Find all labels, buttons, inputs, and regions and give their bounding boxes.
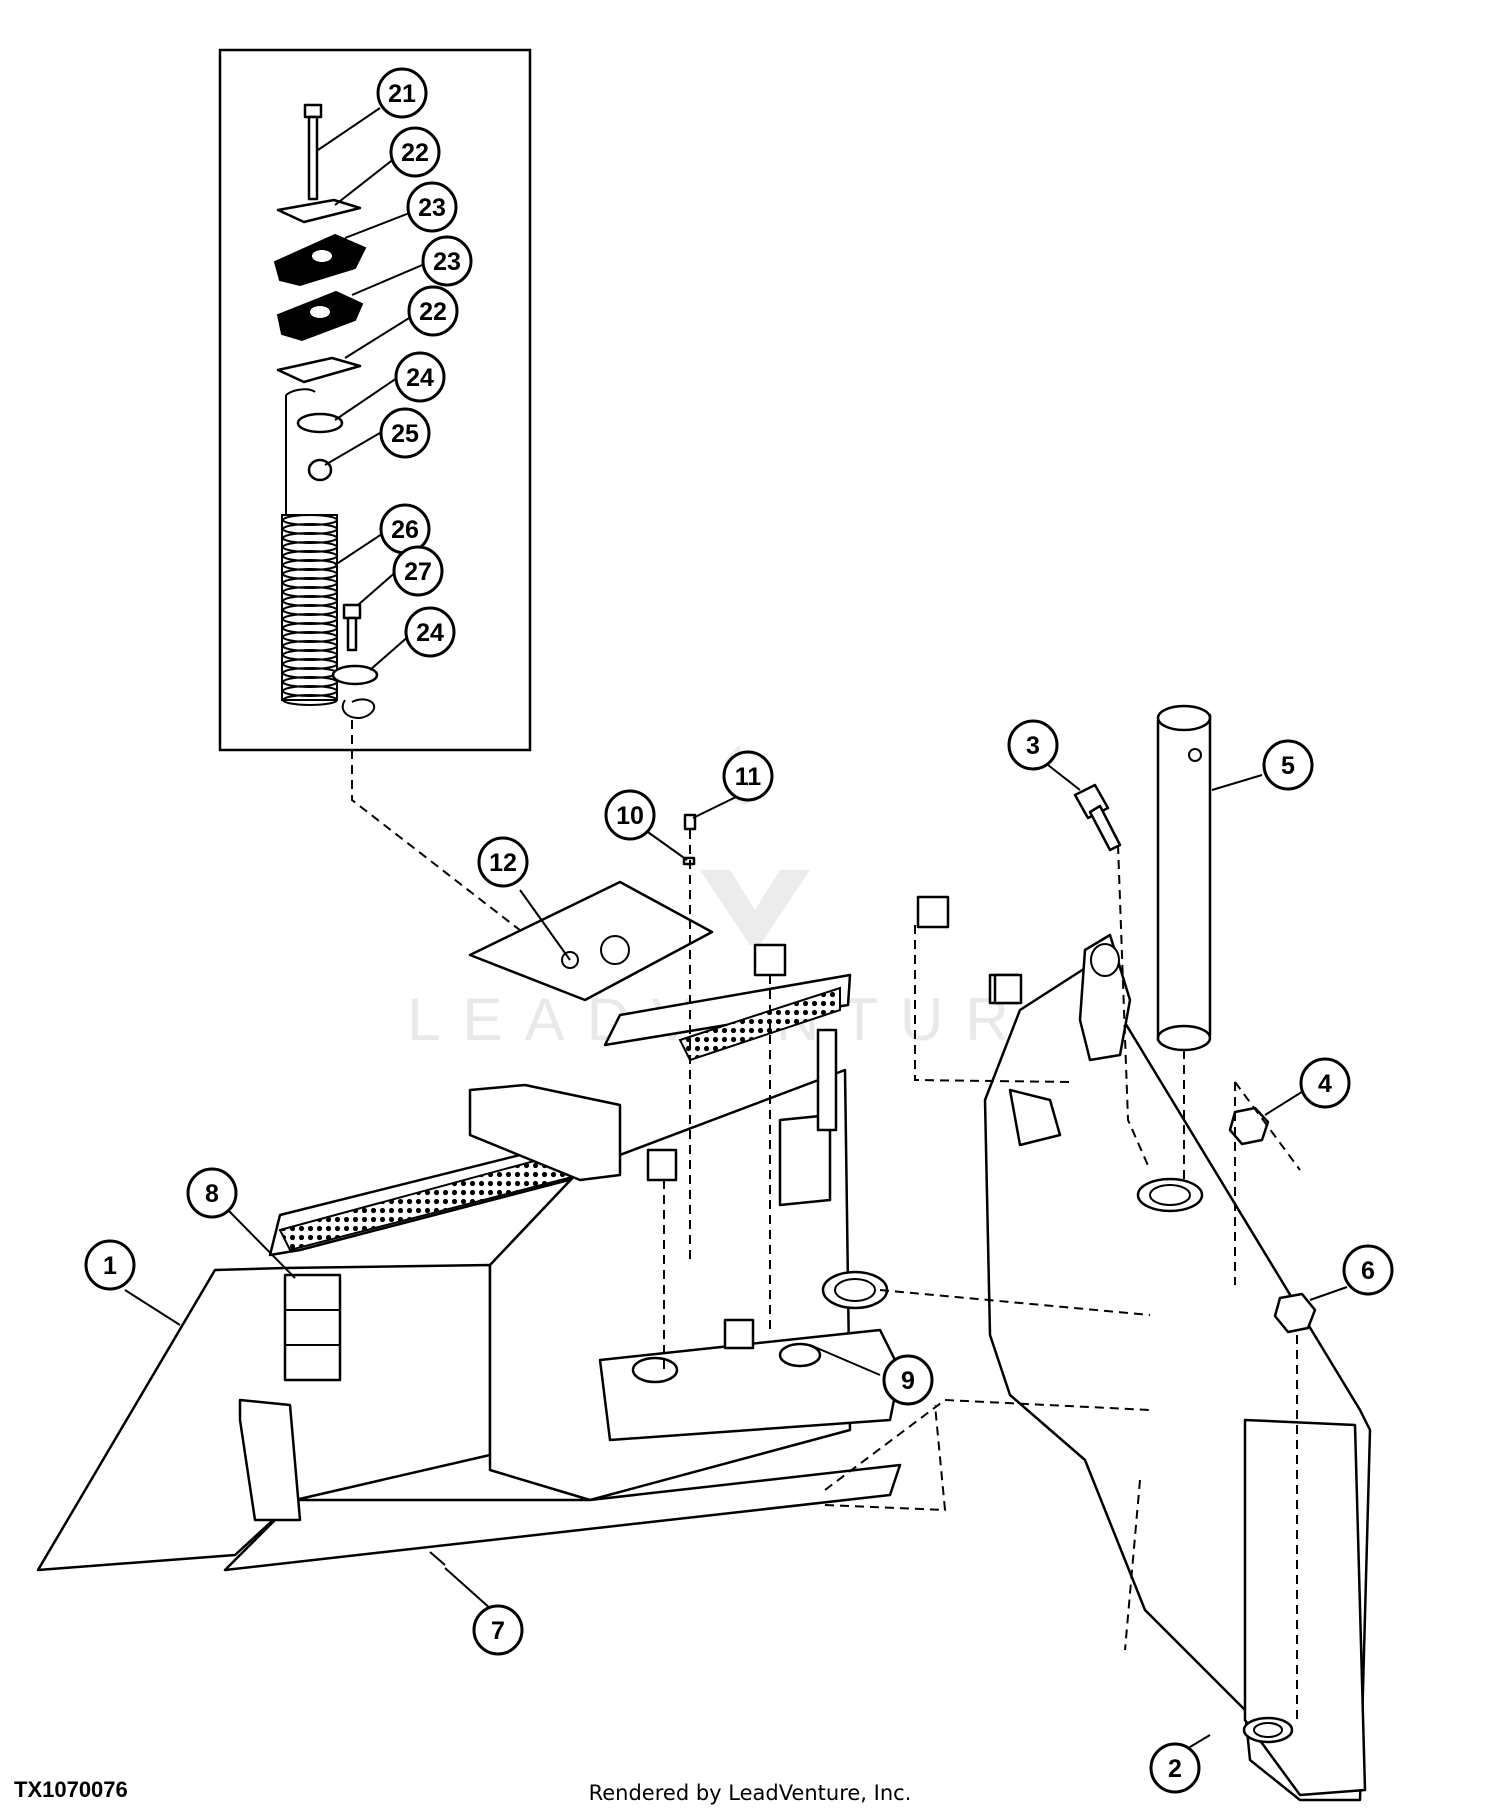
callout-c24a: 24 (394, 351, 446, 403)
inset-frame (218, 48, 532, 752)
callout-number: 23 (433, 248, 461, 276)
callout-number: 25 (391, 420, 419, 448)
callout-c23a: 23 (406, 181, 458, 233)
callout-c12: 12 (477, 836, 529, 888)
callout-number: 22 (401, 139, 429, 167)
callout-c27: 27 (392, 545, 444, 597)
pivot-pin-5 (1156, 704, 1212, 1052)
callout-c3: 3 (1007, 719, 1059, 771)
callout-number: 22 (419, 298, 447, 326)
callout-c4: 4 (1299, 1057, 1351, 1109)
bolt-21 (303, 103, 323, 201)
screw-11 (683, 813, 697, 831)
washer-24-top (296, 412, 344, 434)
washer-24-bottom (331, 664, 379, 686)
callout-number: 9 (901, 1367, 915, 1395)
callout-c7: 7 (472, 1604, 524, 1656)
step-frame-1 (36, 813, 1020, 1572)
callout-c6: 6 (1342, 1244, 1394, 1296)
rubber-pad-23-top (273, 233, 367, 287)
callout-c2: 2 (1149, 1742, 1201, 1794)
bushing-line-b (914, 925, 1071, 1083)
callout-number: 7 (491, 1617, 505, 1645)
inset-to-plate-line (351, 720, 553, 956)
plate-22-top (276, 198, 362, 224)
callout-number: 23 (418, 194, 446, 222)
bushing-9c (916, 895, 950, 929)
render-credit: Rendered by LeadVenture, Inc. (588, 1781, 912, 1805)
callout-number: 4 (1318, 1070, 1332, 1098)
callout-number: 2 (1168, 1755, 1182, 1783)
callout-c5: 5 (1262, 739, 1314, 791)
figure-id: TX1070076 (14, 1777, 128, 1802)
callout-number: 8 (205, 1180, 219, 1208)
pedal-line (1124, 1479, 1141, 1651)
callout-number: 6 (1361, 1257, 1375, 1285)
callout-number: 10 (616, 802, 644, 830)
bushing-9a (646, 1148, 678, 1182)
callout-c26: 26 (379, 503, 431, 555)
callout-c25: 25 (379, 407, 431, 459)
plate-22-bottom (276, 356, 362, 384)
callout-c24b: 24 (404, 606, 456, 658)
spring-assembly-inset (218, 48, 553, 956)
decal-8 (283, 1273, 342, 1382)
bolt-27 (342, 603, 362, 652)
spring-26 (281, 388, 338, 706)
callout-number: 12 (489, 849, 517, 877)
callout-c21: 21 (376, 67, 428, 119)
callout-number: 11 (735, 763, 762, 791)
callout-number: 24 (416, 619, 444, 647)
bolt-line (1117, 844, 1151, 1171)
callout-c10: 10 (604, 789, 656, 841)
lower-line (824, 1398, 1151, 1491)
frame-pin-line (879, 1289, 1151, 1316)
callout-number: 27 (404, 558, 432, 586)
callout-c22a: 22 (389, 126, 441, 178)
callout-number: 3 (1026, 732, 1040, 760)
bolt-3 (1073, 783, 1122, 852)
callout-number: 21 (388, 80, 416, 108)
lower-line-b (824, 1404, 947, 1512)
callout-c23b: 23 (421, 235, 473, 287)
callout-c11: 11 (722, 750, 774, 802)
callout-c8: 8 (186, 1167, 238, 1219)
callout-c22b: 22 (407, 285, 459, 337)
callout-number: 26 (391, 516, 419, 544)
callout-number: 24 (406, 364, 434, 392)
bushing-9b (753, 943, 787, 977)
callout-number: 5 (1281, 752, 1295, 780)
callout-number: 1 (103, 1252, 117, 1280)
leader-lines (124, 107, 1348, 1766)
bushing-9e (723, 1318, 755, 1350)
grease-fitting-7 (429, 1551, 446, 1566)
callout-c1: 1 (84, 1239, 136, 1291)
nut-line (1234, 1081, 1301, 1285)
rubber-pad-23-bottom (276, 290, 364, 342)
nut-6 (1273, 1292, 1317, 1334)
callout-c9: 9 (882, 1354, 934, 1406)
pedal-arm-2 (983, 933, 1372, 1802)
mount-plate-12 (468, 880, 714, 1002)
spring-hook (341, 698, 376, 719)
